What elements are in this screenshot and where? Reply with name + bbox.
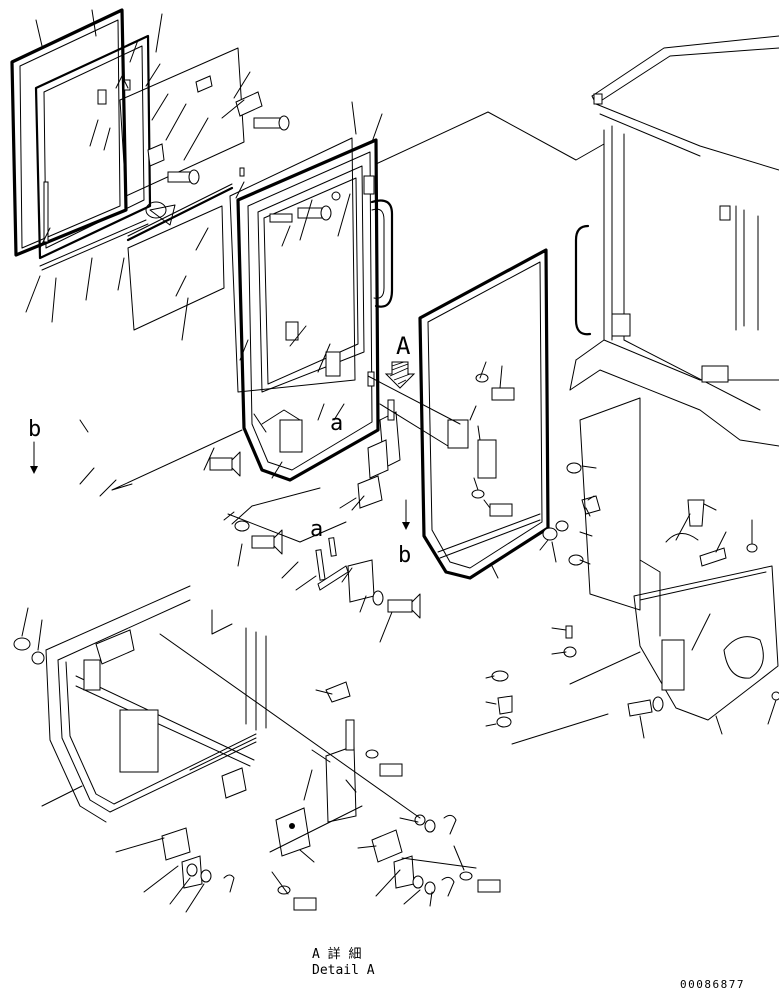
hatched-arrow-icon	[384, 361, 416, 389]
center-right-window	[418, 248, 550, 580]
ref-letter-a-upper: a	[330, 411, 343, 436]
cab-body	[569, 35, 779, 447]
bolts-top-left	[167, 115, 290, 185]
drawing-number: 00086877	[680, 978, 745, 991]
ref-letter-b-mid: b	[398, 543, 411, 568]
detail-title-jp: A 詳 細	[312, 946, 361, 962]
ref-letter-b-left: b	[28, 417, 41, 442]
detail-a-washers	[161, 814, 501, 911]
left-window-frame-assembly	[10, 8, 152, 271]
center-door-frame	[229, 137, 394, 482]
bolts-right-window	[471, 373, 515, 517]
lower-middle-fittings	[491, 625, 577, 728]
right-side-fittings	[542, 462, 727, 567]
view-letter-a-capital: A	[396, 332, 411, 360]
hinge-pins	[315, 537, 421, 619]
detail-title-en: Detail A	[312, 963, 375, 978]
glass-panels	[119, 47, 263, 331]
lower-cab-panel	[627, 543, 779, 721]
detail-a-latch	[275, 681, 403, 857]
ref-letter-a-lower: a	[310, 517, 323, 542]
detail-a-drawing	[13, 585, 267, 823]
down-arrow-icon	[30, 441, 410, 530]
leader-lines	[21, 9, 777, 913]
reference-lines	[111, 111, 661, 869]
bolts-center	[209, 451, 283, 555]
lock-mechanism-center	[339, 399, 401, 509]
